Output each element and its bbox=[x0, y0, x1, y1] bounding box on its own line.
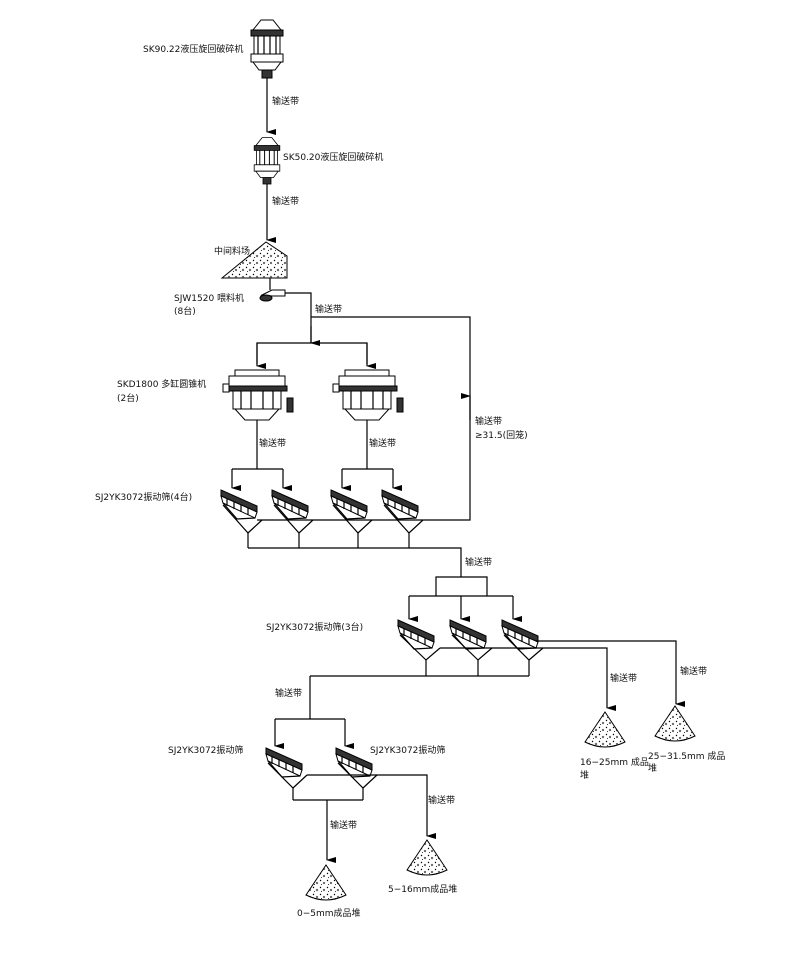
feeder-icon bbox=[259, 289, 286, 302]
cone-crusher-label: SKD1800 多缸圆锥机 bbox=[117, 378, 206, 390]
conveyor-line bbox=[285, 292, 312, 343]
feeder-count: (8台) bbox=[174, 305, 196, 317]
conveyor-label: 输送带 bbox=[259, 437, 286, 449]
product-pile-0-5mm-icon bbox=[305, 864, 347, 901]
screen-stage3-left-label: SJ2YK3072振动筛 bbox=[168, 744, 243, 756]
conveyor-label: 输送带 bbox=[272, 95, 299, 107]
vibrating-screen-icon bbox=[220, 489, 258, 520]
product-pile-5-16mm-icon bbox=[406, 839, 448, 876]
cone-crusher-count: (2台) bbox=[117, 392, 139, 404]
conveyor-label: 输送带 bbox=[680, 665, 707, 677]
vibrating-screen-icon bbox=[265, 747, 303, 778]
conveyor-label: 输送带 bbox=[610, 672, 637, 684]
feeder-label: SJW1520 喂料机 bbox=[174, 292, 244, 304]
product-16-25mm-label: 16−25mm 成品 bbox=[580, 756, 649, 768]
vibrating-screen-icon bbox=[501, 619, 539, 650]
screen-stage2-label: SJ2YK3072振动筛(3台) bbox=[266, 621, 363, 633]
product-16-25mm-label-line2: 堆 bbox=[580, 770, 589, 781]
product-pile-16-25mm-icon bbox=[584, 711, 626, 748]
vibrating-screen-icon bbox=[449, 619, 487, 650]
conveyor-label: 输送带 bbox=[428, 794, 455, 806]
screen-stage1-group bbox=[220, 489, 424, 534]
vibrating-screen-icon bbox=[271, 489, 309, 520]
stockpile-label: 中间料场 bbox=[214, 245, 250, 257]
stockpile-icon bbox=[220, 241, 288, 279]
conveyor-label: 输送带 bbox=[330, 819, 357, 831]
screen-stage1-label: SJ2YK3072振动筛(4台) bbox=[95, 491, 192, 503]
vibrating-screen-icon bbox=[330, 489, 368, 520]
product-25-31.5mm-label-line2: 堆 bbox=[648, 763, 657, 774]
recycle-conveyor-label: 输送带 bbox=[475, 415, 502, 427]
product-0-5mm-label: 0−5mm成品堆 bbox=[297, 907, 361, 919]
conveyor-label: 输送带 bbox=[272, 195, 299, 207]
product-5-16mm-label: 5−16mm成品堆 bbox=[388, 883, 457, 895]
product-25-31.5mm-label: 25−31.5mm 成品 bbox=[648, 750, 725, 762]
recycle-note: ≥31.5(回笼) bbox=[475, 429, 528, 441]
secondary-gyratory-crusher-icon bbox=[253, 137, 281, 185]
conveyor-label: 输送带 bbox=[315, 303, 342, 315]
vibrating-screen-icon bbox=[397, 619, 435, 650]
conveyor-label: 输送带 bbox=[275, 687, 302, 699]
secondary-crusher-label: SK50.20液压旋回破碎机 bbox=[283, 151, 383, 163]
vibrating-screen-icon bbox=[335, 747, 373, 778]
conveyor-label: 输送带 bbox=[465, 556, 492, 568]
vibrating-screen-icon bbox=[381, 489, 419, 520]
cone-crusher-icon bbox=[222, 369, 294, 421]
primary-crusher-label: SK90.22液压旋回破碎机 bbox=[143, 43, 243, 55]
product-pile-25-31.5mm-icon bbox=[654, 705, 696, 742]
recycle-conveyor-line bbox=[311, 316, 471, 521]
screen-stage3-right-label: SJ2YK3072振动筛 bbox=[370, 744, 445, 756]
cone-crusher-icon bbox=[332, 369, 404, 421]
conveyor-label: 输送带 bbox=[369, 437, 396, 449]
primary-gyratory-crusher-icon bbox=[250, 19, 284, 79]
